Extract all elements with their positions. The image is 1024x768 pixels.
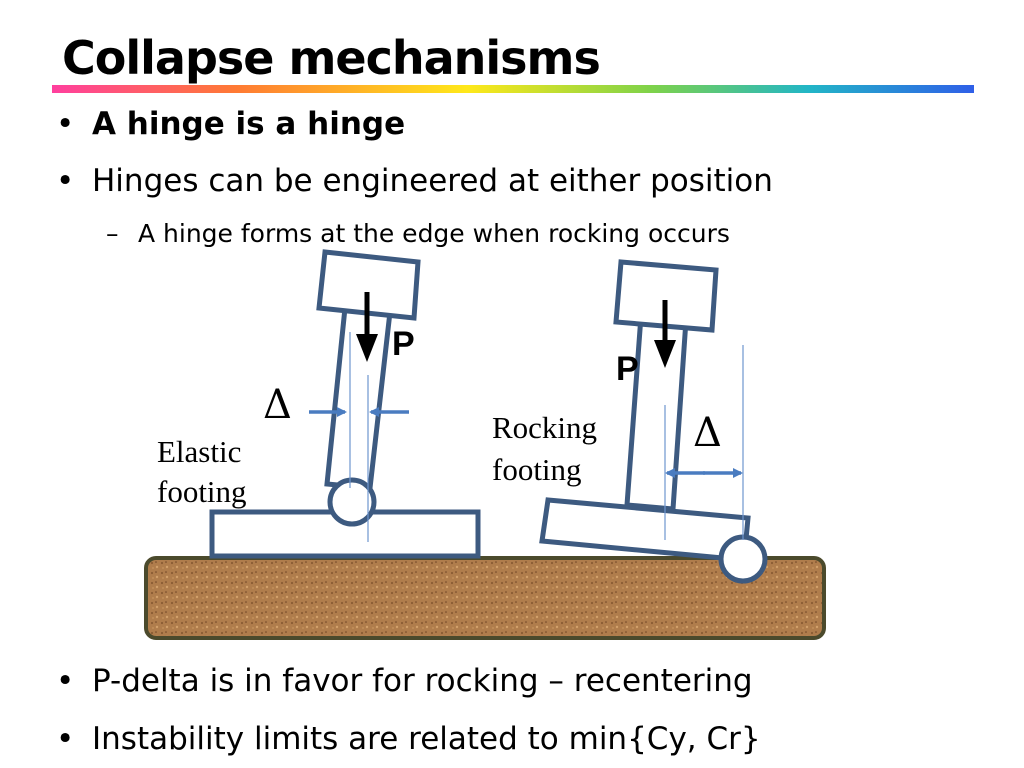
elastic-footing-label-line1: Elastic (157, 434, 241, 469)
title-underline-bar (52, 85, 974, 93)
elastic-footing-label-line2: footing (157, 474, 247, 509)
elastic-delta-label: Δ (263, 382, 292, 428)
rocking-mass-block (613, 259, 719, 333)
bullet-text: A hinge is a hinge (92, 106, 406, 142)
ground-soil (144, 556, 826, 640)
slide-title: Collapse mechanisms (62, 31, 601, 85)
bullet-dot: • (56, 106, 75, 142)
sub-bullet-dash: – (106, 219, 119, 248)
rocking-delta-label: Δ (693, 410, 722, 456)
bullet-text: P-delta is in favor for rocking – recent… (92, 663, 753, 699)
elastic-load-label: P (392, 325, 415, 363)
rocking-load-label: P (616, 350, 639, 388)
elastic-mass-block (316, 249, 421, 321)
rocking-footing-label-line2: footing (492, 452, 582, 487)
bullet-dot: • (56, 163, 75, 199)
rocking-load-arrowhead-icon (654, 340, 676, 368)
bullet-dot: • (56, 721, 75, 757)
sub-bullet-text: A hinge forms at the edge when rocking o… (138, 219, 730, 248)
rocking-footing-label-line1: Rocking (492, 410, 597, 445)
bullet-text: Hinges can be engineered at either posit… (92, 163, 773, 199)
bullet-text: Instability limits are related to min{Cy… (92, 721, 761, 757)
elastic-hinge-icon (327, 477, 377, 527)
elastic-load-arrowhead-icon (356, 334, 378, 362)
bullet-dot: • (56, 663, 75, 699)
rocking-hinge-icon (718, 534, 768, 584)
